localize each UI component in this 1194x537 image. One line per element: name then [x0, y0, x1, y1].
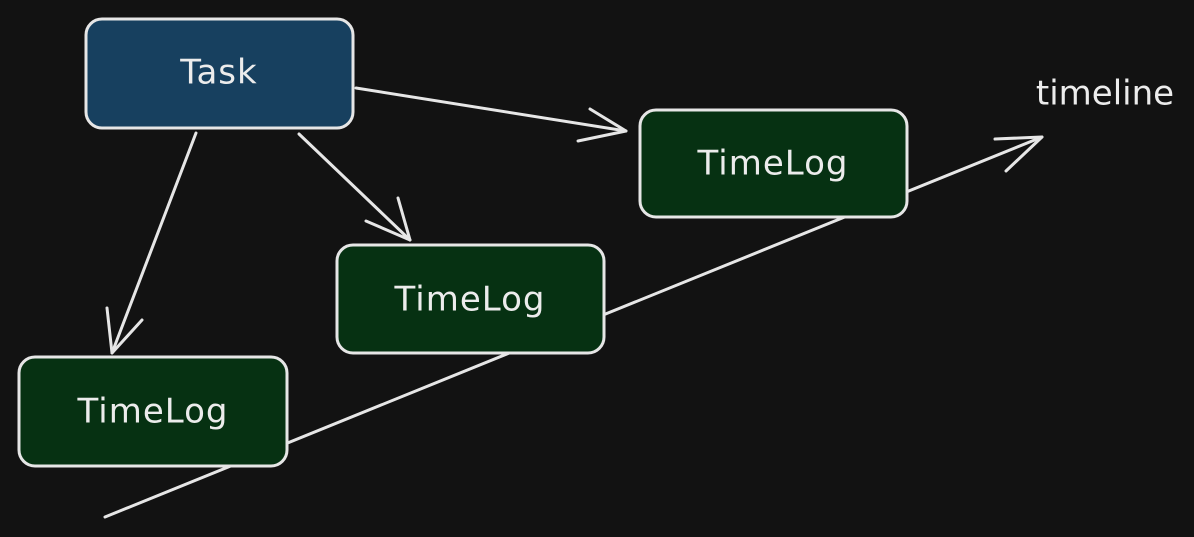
- timelog-node-label: TimeLog: [394, 280, 546, 320]
- timelog-node-label: TimeLog: [77, 392, 229, 432]
- arrow-task-to-timelog-left: [105, 131, 198, 355]
- timelog-node-box: [17, 355, 289, 468]
- timelog-node-box: [335, 243, 606, 355]
- task-node-box: [84, 17, 355, 130]
- timelog-node-label: TimeLog: [697, 144, 849, 184]
- task-node: Task: [84, 17, 355, 130]
- arrow-task-to-timelog-middle: [297, 132, 412, 242]
- timelog-node-left: TimeLog: [17, 355, 289, 468]
- timeline-label: timeline: [1036, 74, 1174, 114]
- timelog-node-middle: TimeLog: [335, 243, 606, 355]
- timelog-node-box: [638, 108, 909, 219]
- timeline-arrow-head: [993, 135, 1044, 173]
- timelog-node-right: TimeLog: [638, 108, 909, 219]
- arrow-task-to-timelog-right: [354, 86, 628, 143]
- task-node-label: Task: [179, 53, 257, 93]
